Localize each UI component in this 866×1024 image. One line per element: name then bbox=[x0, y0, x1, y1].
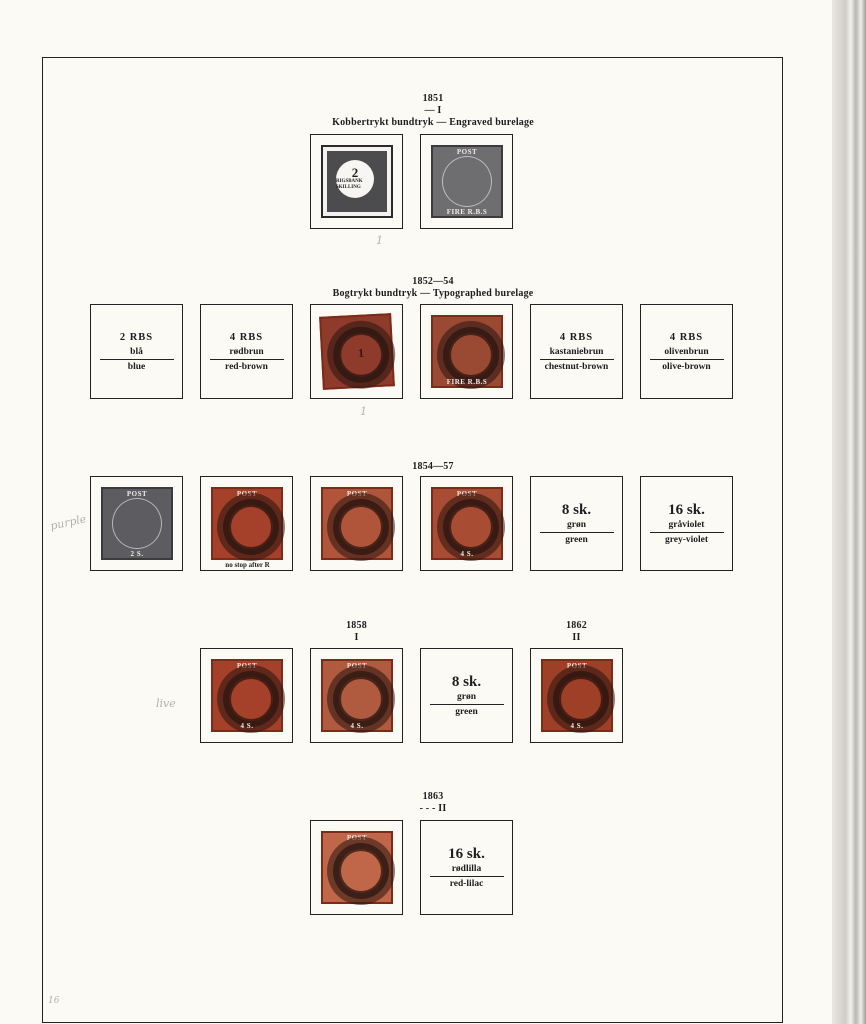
section-1852-header: 1852—54 Bogtrykt bundtryk — Typographed … bbox=[0, 276, 866, 300]
numeral-cancel: 1 bbox=[338, 331, 385, 378]
numeral-cancel bbox=[449, 505, 493, 549]
stamp-engraved-2rbs: 2 RIGSBANK SKILLING bbox=[321, 145, 393, 218]
year-1851: 1851 bbox=[422, 93, 444, 104]
numeral-cancel bbox=[339, 505, 383, 549]
stamp-slot-2rbs-blue[interactable]: 2 RBS blå blue bbox=[90, 304, 183, 399]
stamp-slot-4rbs-red-brown[interactable]: 4 RBS rødbrun red-brown bbox=[200, 304, 293, 399]
pencil-note: live bbox=[156, 697, 176, 710]
stamp-slot-4s-a[interactable]: POST no stop after R bbox=[200, 476, 293, 571]
stamp-slot-16sk-red-lilac[interactable]: 16 sk. rødlilla red-lilac bbox=[420, 820, 513, 915]
stamp-4s-brown: POST 4 S. bbox=[541, 659, 613, 732]
stamp-4s-brown: POST bbox=[211, 487, 283, 560]
section-1862-header: 1862 II bbox=[530, 620, 623, 644]
stamp-4rbs-brown: 1 bbox=[319, 313, 395, 390]
stamp-slot-4s-c[interactable]: POST 4 S. bbox=[420, 476, 513, 571]
numeral-cancel bbox=[229, 505, 273, 549]
roman-1863: - - - II bbox=[419, 803, 447, 814]
caption-1851: Kobbertrykt bundtryk — Engraved burelage bbox=[332, 117, 534, 128]
year-1852: 1852—54 bbox=[412, 276, 454, 287]
stamp-slot-16sk-grey-violet[interactable]: 16 sk. gråviolet grey-violet bbox=[640, 476, 733, 571]
stamp-slot-1851-2rbs[interactable]: 2 RIGSBANK SKILLING bbox=[310, 134, 403, 229]
stamp-4s-brown: POST 4 S. bbox=[211, 659, 283, 732]
numeral-cancel bbox=[339, 677, 383, 721]
numeral-cancel bbox=[229, 677, 273, 721]
pencil-page-number: 16 bbox=[48, 996, 60, 1006]
year-1862: 1862 bbox=[566, 620, 587, 631]
stamp-slot-4rbs-a[interactable]: 1 bbox=[310, 304, 403, 399]
stamp-slot-4rbs-b[interactable]: FIRE R.B.S bbox=[420, 304, 513, 399]
roman-1858: I bbox=[354, 632, 359, 643]
stamp-4s-brown: POST bbox=[321, 487, 393, 560]
year-1858: 1858 bbox=[346, 620, 367, 631]
album-spine bbox=[832, 0, 866, 1024]
pencil-note: 1 bbox=[376, 234, 383, 247]
section-1858-header: 1858 I bbox=[310, 620, 403, 644]
stamp-slot-1863[interactable]: POST bbox=[310, 820, 403, 915]
numeral-cancel bbox=[339, 849, 383, 893]
stamp-4rbs-grey: POST FIRE R.B.S bbox=[431, 145, 503, 218]
stamp-4rbs-fire: FIRE R.B.S bbox=[431, 315, 503, 388]
stamp-slot-1858-a[interactable]: POST 4 S. bbox=[200, 648, 293, 743]
variety-note: no stop after R bbox=[225, 561, 270, 569]
stamp-4s-brown: POST 4 S. bbox=[431, 487, 503, 560]
stamp-slot-1851-4rbs[interactable]: POST FIRE R.B.S bbox=[420, 134, 513, 229]
stamp-slot-4rbs-chestnut[interactable]: 4 RBS kastaniebrun chestnut-brown bbox=[530, 304, 623, 399]
section-1854-header: 1854—57 bbox=[0, 461, 866, 473]
stamp-slot-1858-b[interactable]: POST 4 S. bbox=[310, 648, 403, 743]
stamp-slot-1862[interactable]: POST 4 S. bbox=[530, 648, 623, 743]
roman-1862: II bbox=[572, 632, 581, 643]
section-1863-header: 1863 - - - II bbox=[0, 791, 866, 815]
year-1854: 1854—57 bbox=[412, 461, 454, 472]
stamp-4s-brown: POST bbox=[321, 831, 393, 904]
section-1851-header: 1851 — I Kobbertrykt bundtryk — Engraved… bbox=[0, 93, 866, 129]
roman-1851: — I bbox=[424, 105, 442, 116]
stamp-slot-4s-b[interactable]: POST bbox=[310, 476, 403, 571]
stamp-4s-brown: POST 4 S. bbox=[321, 659, 393, 732]
stamp-slot-8sk-green[interactable]: 8 sk. grøn green bbox=[530, 476, 623, 571]
year-1863: 1863 bbox=[422, 791, 444, 802]
caption-1852: Bogtrykt bundtryk — Typographed burelage bbox=[332, 288, 534, 299]
numeral-cancel bbox=[559, 677, 603, 721]
stamp-value-circle: 2 RIGSBANK SKILLING bbox=[336, 160, 374, 198]
page-border bbox=[42, 57, 783, 1023]
pencil-note: 1 bbox=[360, 405, 367, 418]
stamp-slot-4rbs-olive[interactable]: 4 RBS olivenbrun olive-brown bbox=[640, 304, 733, 399]
stamp-slot-8sk-green-1858[interactable]: 8 sk. grøn green bbox=[420, 648, 513, 743]
stamp-slot-2s-grey[interactable]: POST 2 S. bbox=[90, 476, 183, 571]
stamp-2s-grey: POST 2 S. bbox=[101, 487, 173, 560]
numeral-cancel bbox=[449, 333, 493, 377]
